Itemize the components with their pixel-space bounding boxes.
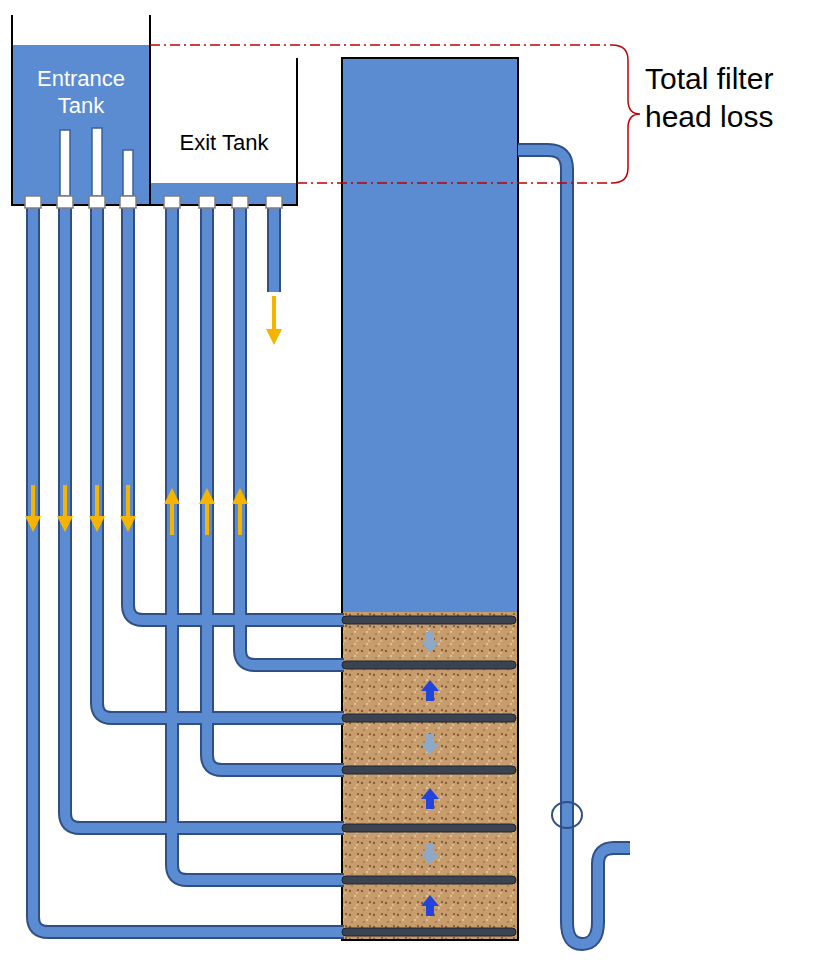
up-arrow (232, 488, 248, 535)
manifold (342, 616, 516, 624)
overflow-tube (123, 150, 133, 196)
overflow-tube (60, 130, 70, 196)
entrance-tank: Entrance Tank (14, 63, 148, 122)
up-flow-arrow (421, 788, 439, 809)
pipe (269, 206, 279, 292)
head-loss-label: Total filter head loss (645, 60, 835, 135)
fitting (266, 196, 282, 208)
up-flow-arrow (421, 895, 439, 916)
pipe-ring (552, 802, 582, 828)
pipe (240, 206, 344, 665)
manifold (342, 876, 516, 884)
up-flow-arrow (421, 680, 439, 701)
pipe (65, 206, 344, 828)
fitting (25, 196, 41, 208)
fitting (120, 196, 136, 208)
down-arrow (89, 485, 105, 532)
head-loss-bracket (150, 45, 612, 183)
pipe (207, 206, 344, 770)
pipe (97, 206, 344, 718)
tank-label: Exit Tank (156, 129, 292, 157)
manifold (342, 766, 516, 774)
column-water (342, 58, 518, 612)
pipe (240, 206, 344, 665)
pipe (207, 206, 344, 770)
down-flow-arrow (421, 632, 439, 653)
pipe (97, 206, 344, 718)
pipe (65, 206, 344, 828)
manifold (342, 928, 516, 936)
manifolds (342, 616, 516, 936)
pipe (172, 206, 344, 880)
pipe (267, 206, 281, 292)
up-arrow (164, 488, 180, 535)
fitting (57, 196, 73, 208)
up-arrow (199, 488, 215, 535)
outlet-pipe (518, 150, 630, 944)
exit-tank: Exit Tank (152, 127, 296, 159)
sand-bed (342, 612, 518, 940)
manifold (342, 661, 516, 669)
dashed-level-line (297, 182, 612, 184)
down-arrow (120, 485, 136, 532)
tank-water (13, 45, 149, 204)
fitting (164, 196, 180, 208)
pipe-arrows (25, 296, 282, 535)
tank-wall (149, 15, 151, 205)
pipe (33, 206, 344, 932)
down-arrow (25, 485, 41, 532)
down-flow-arrow (421, 734, 439, 755)
pipe (33, 206, 344, 932)
tank-label: Entrance Tank (18, 65, 144, 120)
pipe (172, 206, 344, 880)
down-flow-arrow (421, 844, 439, 865)
overflow-tube (92, 128, 102, 196)
fittings (25, 196, 282, 208)
manifold (342, 824, 516, 832)
pipe-fill (33, 150, 630, 944)
fitting (89, 196, 105, 208)
pipe-outline (33, 150, 630, 944)
down-arrow (57, 485, 73, 532)
filter-column (342, 58, 518, 940)
outlet-pipe (518, 150, 630, 944)
dashed-level-line (150, 44, 612, 46)
manifold (342, 714, 516, 722)
curly-brace (612, 45, 640, 183)
down-arrow (266, 296, 282, 345)
fitting (232, 196, 248, 208)
fitting (199, 196, 215, 208)
tank-wall (12, 15, 297, 205)
